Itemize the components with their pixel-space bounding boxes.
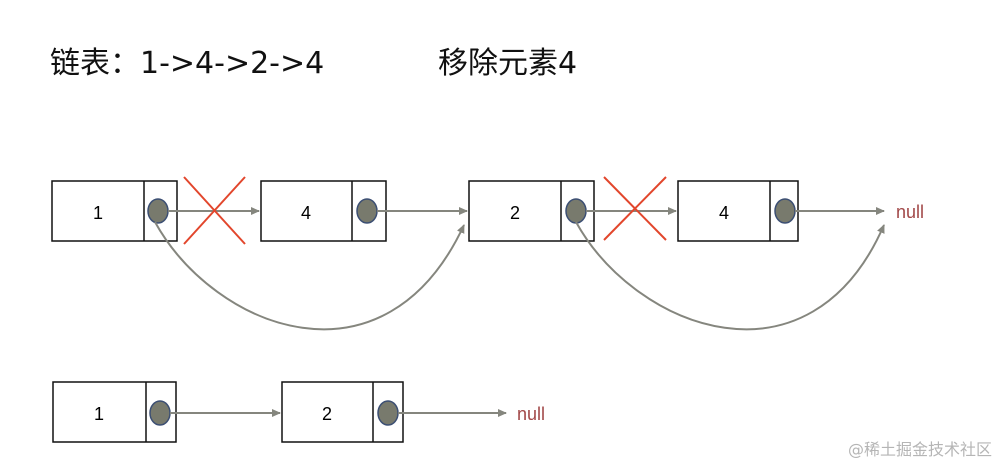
top-node-1-value: 1 <box>93 203 103 223</box>
top-node-3-value: 2 <box>510 203 520 223</box>
bottom-node-1-value: 1 <box>94 404 104 424</box>
bottom-node-2-value: 2 <box>322 404 332 424</box>
top-node-2-pointer <box>356 198 378 224</box>
top-node-3: 2 <box>468 180 595 242</box>
bypass-arrow-2-to-null <box>575 221 885 331</box>
bottom-node-1-pointer <box>149 400 171 426</box>
top-node-2-value: 4 <box>301 203 311 223</box>
top-node-3-pointer <box>565 198 587 224</box>
top-node-4: 4 <box>677 180 799 242</box>
cross-mark-2 <box>603 176 667 241</box>
top-node-1: 1 <box>51 180 178 242</box>
top-node-1-pointer <box>147 198 169 224</box>
top-node-4-value: 4 <box>719 203 729 223</box>
bottom-node-2: 2 <box>281 381 404 443</box>
bypass-arrow-1-to-2 <box>154 221 465 331</box>
top-null-label: null <box>896 202 924 222</box>
title-linked-list: 链表：1->4->2->4 <box>50 46 325 81</box>
watermark-text: @稀土掘金技术社区 <box>847 440 992 459</box>
bottom-null-label: null <box>517 404 545 424</box>
bottom-node-2-pointer <box>377 400 399 426</box>
cross-mark-1 <box>183 176 246 245</box>
top-node-4-pointer <box>774 198 796 224</box>
title-remove-operation: 移除元素4 <box>438 46 578 81</box>
top-node-2: 4 <box>260 180 387 242</box>
bottom-node-1: 1 <box>52 381 177 443</box>
